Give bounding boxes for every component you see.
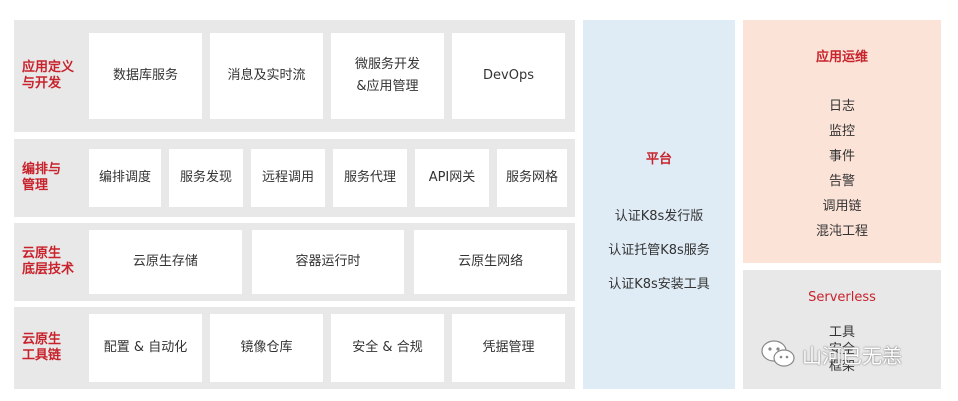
layer-label: 云原生 底层技术 <box>22 246 75 277</box>
ops-item: 告警 <box>828 174 855 189</box>
serverless-item: 工具 <box>828 325 855 340</box>
layer-label: 应用定义 与开发 <box>22 60 75 91</box>
cell-remote-call: 远程调用 <box>251 149 325 207</box>
cell-scheduling: 编排调度 <box>89 149 161 207</box>
serverless-item: 安全 <box>828 342 855 357</box>
cell-api-gateway: API网关 <box>415 149 489 207</box>
cell-network: 云原生网络 <box>414 230 568 294</box>
layer-cells: 编排调度 服务发现 远程调用 服务代理 API网关 服务网格 <box>89 139 567 217</box>
cell-service-proxy: 服务代理 <box>333 149 407 207</box>
wechat-icon <box>761 340 795 367</box>
layer-toolchain: 云原生 工具链 配置 & 自动化 镜像仓库 安全 & 合规 凭据管理 <box>14 307 575 389</box>
layer-cells: 配置 & 自动化 镜像仓库 安全 & 合规 凭据管理 <box>89 307 567 389</box>
cell-image-registry: 镜像仓库 <box>210 314 323 382</box>
layer-label: 编排与 管理 <box>22 162 62 193</box>
serverless-panel: Serverless 工具 安全 框架 <box>743 270 941 389</box>
layer-cells: 云原生存储 容器运行时 云原生网络 <box>89 223 568 301</box>
cell-config-automation: 配置 & 自动化 <box>89 314 202 382</box>
platform-panel: 平台 认证K8s发行版 认证托管K8s服务 认证K8s安装工具 <box>583 20 735 389</box>
layer-app-definition: 应用定义 与开发 数据库服务 消息及实时流 微服务开发 &应用管理 DevOps <box>14 20 575 132</box>
cell-messaging-streaming: 消息及实时流 <box>210 33 323 119</box>
cell-storage: 云原生存储 <box>89 230 242 294</box>
ops-item: 日志 <box>828 99 855 114</box>
cell-service-mesh: 服务网格 <box>497 149 567 207</box>
serverless-title: Serverless <box>808 290 876 305</box>
ops-item: 监控 <box>828 124 855 139</box>
platform-item: 认证托管K8s服务 <box>608 243 710 258</box>
layer-label: 云原生 工具链 <box>22 332 62 363</box>
cell-container-runtime: 容器运行时 <box>251 230 405 294</box>
ops-item: 调用链 <box>822 199 862 214</box>
serverless-list: 工具 安全 框架 <box>743 324 941 375</box>
cell-devops: DevOps <box>452 33 565 119</box>
ops-item: 事件 <box>828 149 855 164</box>
ops-panel: 应用运维 日志 监控 事件 告警 调用链 混沌工程 <box>743 20 941 263</box>
cell-database-service: 数据库服务 <box>89 33 202 119</box>
layer-cloud-native-base: 云原生 底层技术 云原生存储 容器运行时 云原生网络 <box>14 223 575 301</box>
ops-item: 混沌工程 <box>815 224 868 239</box>
platform-title: 平台 <box>645 152 672 167</box>
watermark-text: 山河已无恙 <box>802 343 902 368</box>
watermark: 山河已无恙 <box>760 338 902 370</box>
platform-list: 认证K8s发行版 认证托管K8s服务 认证K8s安装工具 <box>583 200 735 302</box>
layer-cells: 数据库服务 消息及实时流 微服务开发 &应用管理 DevOps <box>89 20 567 132</box>
cell-service-discovery: 服务发现 <box>169 149 243 207</box>
platform-item: 认证K8s发行版 <box>614 209 704 224</box>
layer-orchestration: 编排与 管理 编排调度 服务发现 远程调用 服务代理 API网关 服务网格 <box>14 139 575 217</box>
platform-item: 认证K8s安装工具 <box>608 277 710 292</box>
cell-microservice-dev: 微服务开发 &应用管理 <box>331 33 444 119</box>
ops-list: 日志 监控 事件 告警 调用链 混沌工程 <box>743 94 941 244</box>
serverless-item: 框架 <box>828 359 855 374</box>
cell-credential-management: 凭据管理 <box>452 314 565 382</box>
ops-title: 应用运维 <box>815 50 868 65</box>
cell-security-compliance: 安全 & 合规 <box>331 314 444 382</box>
